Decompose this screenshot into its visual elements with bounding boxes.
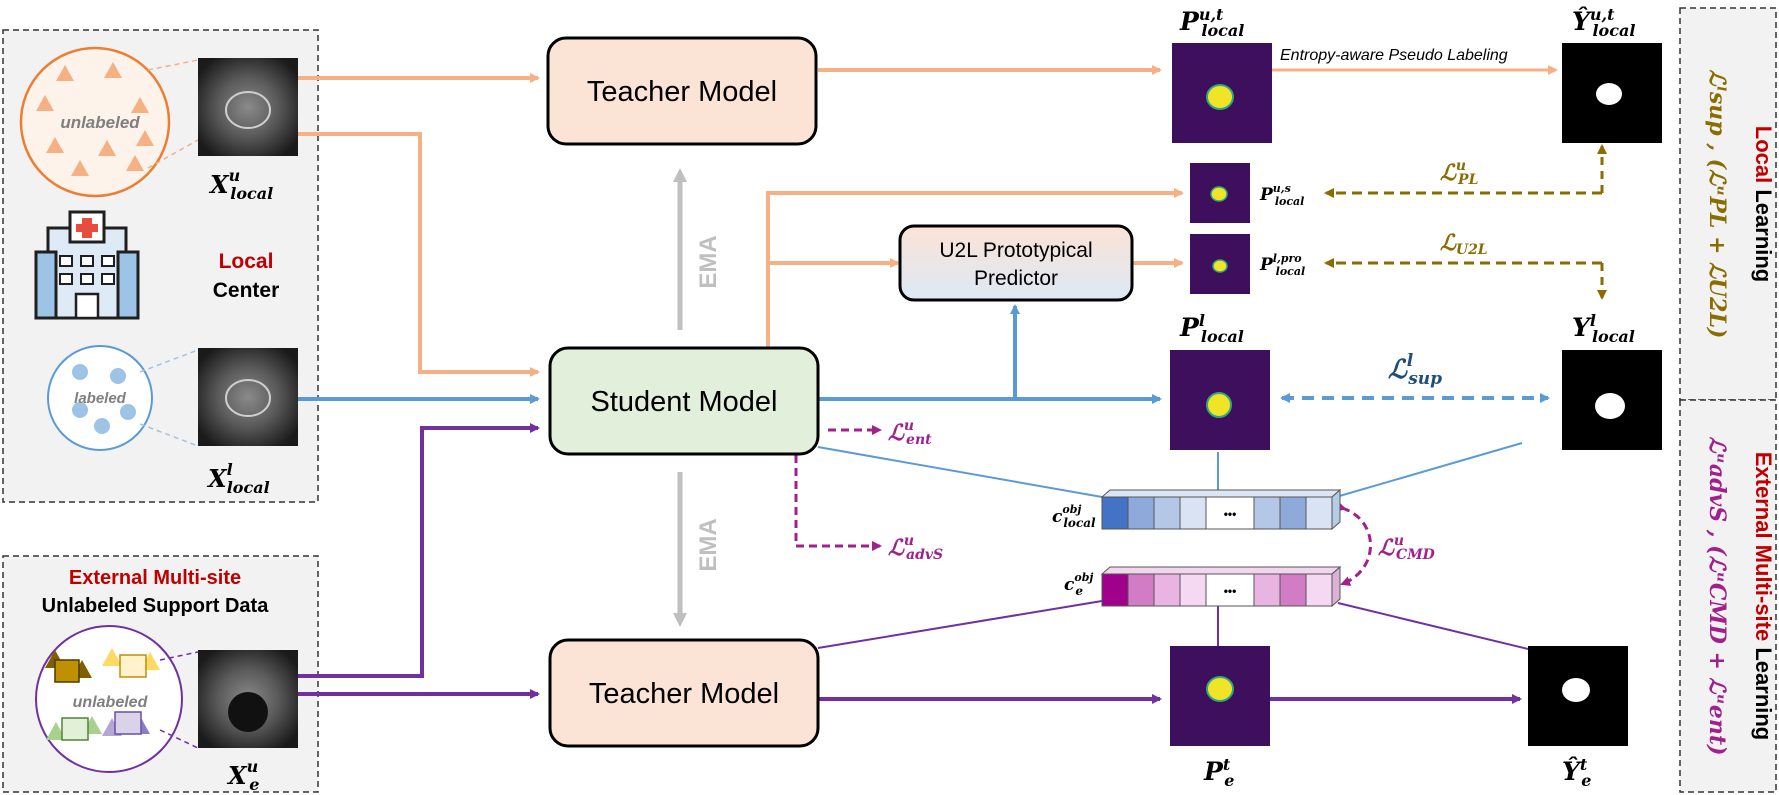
- u2l-label-line2: Predictor: [974, 267, 1058, 290]
- unlabeled-external-label: unlabeled: [73, 694, 149, 711]
- teacher-top-label: Teacher Model: [587, 76, 777, 108]
- external-hospital-icons: [45, 648, 160, 741]
- segmentation-blob-icon: [1206, 676, 1234, 702]
- student-box: [548, 346, 820, 456]
- arrow-external-to-student: [298, 423, 540, 678]
- pseudo-labeling-caption: Entropy-aware Pseudo Labeling: [1280, 47, 1508, 64]
- teacher-top-box: [546, 36, 818, 146]
- segmentation-blob-icon: [1212, 259, 1228, 273]
- l-u2l-label: ℒU2L: [1440, 230, 1488, 258]
- labeled-local-pool: labeled: [47, 345, 199, 451]
- arrow-unlabeled-to-student: [298, 132, 540, 377]
- mask-blob-icon: [1595, 393, 1625, 419]
- labeled-local-label: labeled: [74, 390, 127, 407]
- local-learning-title: Local Learning: [1751, 126, 1776, 282]
- mask-blob-icon: [1596, 83, 1622, 105]
- c-e-ellipsis: •••: [1224, 584, 1237, 598]
- local-learning-formula: ℒˡsup , (ℒᵘPL + ℒU2L): [1704, 70, 1730, 339]
- mask-blob-icon: [1562, 678, 1590, 702]
- prediction-maps: [1170, 43, 1662, 746]
- arrow-student-to-p-us: [766, 188, 1184, 347]
- teacher-model-bottom: Teacher Model: [548, 638, 820, 748]
- external-site-title: External Multi-site: [69, 567, 241, 589]
- line-y-l-to-c-local: [1335, 442, 1523, 498]
- dashed-l-cmd: [1335, 501, 1372, 586]
- c-local-vector: •••: [1100, 488, 1342, 531]
- u2l-predictor: U2L Prototypical Predictor: [898, 224, 1134, 302]
- hospital-icon: [34, 210, 140, 320]
- external-learning-formula: ℒᵘadvS , (ℒᵘCMD + ℒᵘent): [1704, 437, 1730, 756]
- unlabeled-local-label: unlabeled: [60, 113, 140, 132]
- teacher-bottom-box: [548, 638, 820, 748]
- line-teacher-to-c-e: [817, 600, 1103, 649]
- segmentation-blob-icon: [1206, 392, 1232, 418]
- c-e-vector: •••: [1100, 565, 1342, 608]
- teacher-bottom-label: Teacher Model: [589, 678, 779, 710]
- local-center-title-local: Local: [219, 250, 274, 273]
- external-learning-panel: External Multi-site Learning ℒᵘadvS , (ℒ…: [1679, 399, 1777, 793]
- segmentation-blob-icon: [1210, 186, 1228, 202]
- local-learning-frame: [1679, 7, 1777, 401]
- teacher-model-top: Teacher Model: [546, 36, 818, 146]
- external-learning-title: External Multi-site Learning: [1751, 452, 1776, 741]
- unlabeled-sample-triangles: [36, 62, 154, 176]
- local-learning-panel: Local Learning ℒˡsup , (ℒᵘPL + ℒU2L): [1679, 7, 1777, 401]
- line-y-et-to-c-e: [1337, 602, 1529, 650]
- labeled-sample-dots: [72, 364, 136, 434]
- mri-structure-icon: [228, 692, 268, 732]
- u2l-box: [898, 224, 1134, 302]
- student-model: Student Model: [548, 346, 820, 456]
- ema-bottom-label: EMA: [695, 518, 722, 571]
- unlabeled-pool-circle: [19, 46, 171, 198]
- line-student-to-c-local: [817, 446, 1103, 498]
- local-center-title-center: Center: [213, 279, 280, 302]
- unlabeled-local-pool: unlabeled: [19, 46, 199, 198]
- u2l-label-line1: U2L Prototypical: [939, 239, 1092, 262]
- student-label: Student Model: [590, 386, 777, 418]
- connectors: [298, 65, 1607, 704]
- external-site-subtitle: Unlabeled Support Data: [42, 595, 270, 617]
- mri-unlabeled-local-image: [198, 58, 298, 156]
- segmentation-blob-icon: [1206, 84, 1234, 110]
- mri-structure-icon: [225, 379, 271, 417]
- ema-top-label: EMA: [695, 235, 722, 288]
- c-local-ellipsis: •••: [1224, 507, 1237, 521]
- mri-structure-icon: [225, 91, 271, 129]
- dashed-l-advs: [794, 455, 882, 551]
- external-site-panel: External Multi-site Unlabeled Support Da…: [2, 555, 319, 794]
- mri-labeled-local-image: [198, 348, 298, 446]
- external-learning-frame: [1679, 399, 1777, 793]
